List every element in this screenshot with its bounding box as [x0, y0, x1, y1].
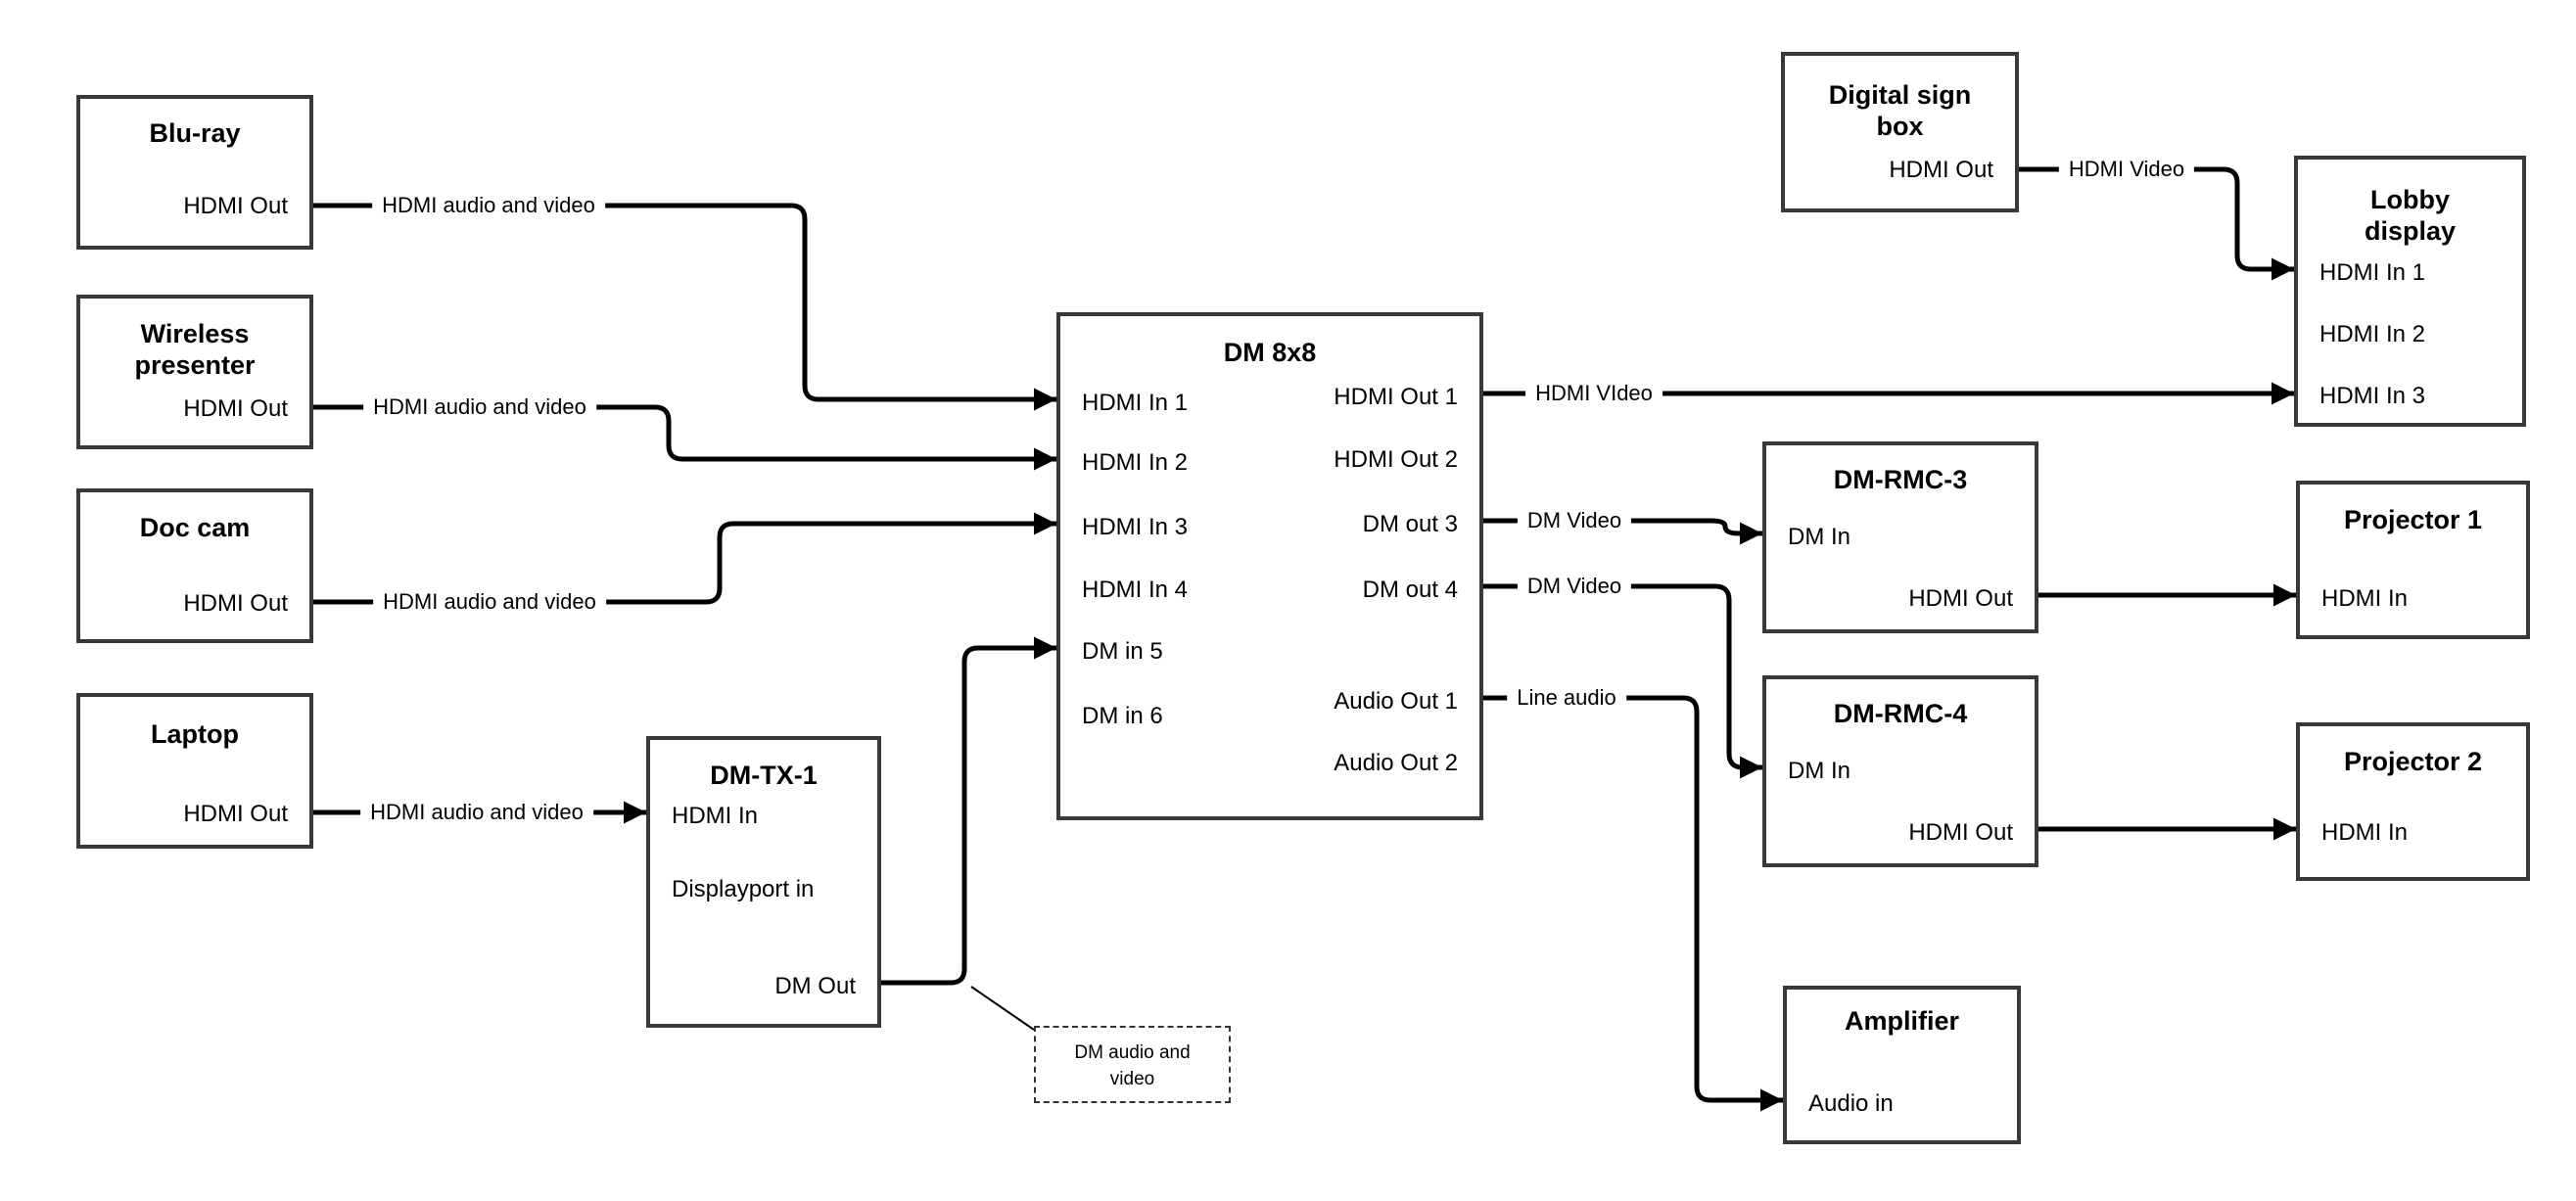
- node-title: Projector 2: [2343, 747, 2483, 776]
- port-hdmi-in: HDMI In: [2321, 819, 2409, 846]
- callout-text: DM audio and video: [1074, 1042, 1191, 1089]
- edge-label-hdmi-audio-video-2: HDMI audio and video: [363, 394, 596, 420]
- node-dm-tx-1: DM-TX-1 HDMI In Displayport in DM Out: [646, 736, 881, 1028]
- edge-label-hdmi-audio-video-4: HDMI audio and video: [360, 800, 593, 825]
- port-hdmi-out: HDMI Out: [183, 590, 288, 617]
- node-amplifier: Amplifier Audio in: [1783, 986, 2021, 1144]
- port-audio-in: Audio in: [1808, 1090, 1894, 1117]
- port-dm-in: DM In: [1788, 758, 1851, 784]
- wire-blu-ray-to-dm8x8-in1: [313, 203, 1056, 411]
- port-hdmi-out-1: HDMI Out 1: [1334, 384, 1458, 410]
- node-title: Laptop: [151, 719, 239, 749]
- port-hdmi-out: HDMI Out: [183, 395, 288, 422]
- callout-dm-audio-video: DM audio and video: [1034, 1026, 1231, 1103]
- wire-wireless-to-dm8x8-in2: [313, 404, 1056, 471]
- port-hdmi-out: HDMI Out: [183, 801, 288, 827]
- node-title: Projector 1: [2343, 505, 2483, 534]
- port-hdmi-out: HDMI Out: [1908, 585, 2013, 612]
- node-title: Amplifier: [1844, 1006, 1960, 1036]
- port-dm-in-5: DM in 5: [1082, 638, 1163, 665]
- node-title: DM-TX-1: [710, 761, 818, 790]
- node-title: Wireless presenter: [134, 319, 256, 380]
- node-doc-cam: Doc cam HDMI Out: [76, 488, 313, 643]
- port-hdmi-in-2: HDMI In 2: [2319, 321, 2426, 347]
- port-hdmi-in-3: HDMI In 3: [1082, 514, 1189, 540]
- port-hdmi-in-4: HDMI In 4: [1082, 577, 1189, 603]
- edge-label-hdmi-audio-video-1: HDMI audio and video: [372, 193, 605, 218]
- port-hdmi-out: HDMI Out: [1889, 157, 1993, 183]
- node-title: DM 8x8: [1223, 338, 1317, 367]
- port-displayport-in: Displayport in: [672, 876, 815, 902]
- node-title: Lobby display: [2364, 185, 2457, 246]
- node-title: Doc cam: [139, 513, 251, 542]
- port-audio-out-1: Audio Out 1: [1334, 688, 1458, 715]
- port-hdmi-in: HDMI In: [2321, 585, 2409, 612]
- node-dm-rmc-3: DM-RMC-3 DM In HDMI Out: [1762, 441, 2038, 633]
- edge-label-dm-video-out3: DM Video: [1517, 508, 1632, 533]
- edge-label-hdmi-video-sign: HDMI Video: [2058, 157, 2195, 182]
- port-audio-out-2: Audio Out 2: [1334, 750, 1458, 776]
- port-hdmi-in-2: HDMI In 2: [1082, 449, 1189, 476]
- callout-leader-line: [970, 986, 1035, 1031]
- port-dm-in-6: DM in 6: [1082, 703, 1163, 729]
- node-title: Blu-ray: [149, 118, 241, 148]
- port-dm-out-3: DM out 3: [1362, 511, 1458, 537]
- port-dm-out-4: DM out 4: [1362, 577, 1458, 603]
- node-title: Digital sign box: [1828, 80, 1972, 141]
- port-hdmi-in-1: HDMI In 1: [2319, 259, 2426, 286]
- port-dm-in: DM In: [1788, 524, 1851, 550]
- port-hdmi-out: HDMI Out: [1908, 819, 2013, 846]
- node-dm-8x8: DM 8x8 HDMI In 1 HDMI In 2 HDMI In 3 HDM…: [1056, 312, 1483, 820]
- wire-dm8x8-out4-to-rmc4: [1483, 583, 1762, 779]
- node-digital-sign-box: Digital sign box HDMI Out: [1781, 52, 2019, 212]
- node-dm-rmc-4: DM-RMC-4 DM In HDMI Out: [1762, 675, 2038, 867]
- port-hdmi-in-1: HDMI In 1: [1082, 390, 1189, 416]
- node-wireless-presenter: Wireless presenter HDMI Out: [76, 295, 313, 449]
- wire-dm8x8-audio1-to-amplifier: [1483, 695, 1783, 1112]
- node-title: DM-RMC-3: [1833, 465, 1968, 494]
- port-dm-out: DM Out: [774, 973, 856, 999]
- edge-label-hdmi-audio-video-3: HDMI audio and video: [373, 589, 606, 615]
- wire-dm-tx1-to-dm8x8-in5: [881, 636, 1056, 986]
- port-hdmi-in: HDMI In: [672, 803, 759, 829]
- node-blu-ray: Blu-ray HDMI Out: [76, 95, 313, 250]
- node-title: DM-RMC-4: [1833, 699, 1968, 728]
- node-projector-2: Projector 2 HDMI In: [2296, 722, 2530, 881]
- wire-doc-cam-to-dm8x8-in3: [313, 512, 1056, 605]
- wire-sign-to-lobby-in1: [2019, 166, 2294, 281]
- wire-dm8x8-out3-to-rmc3: [1483, 518, 1762, 545]
- port-hdmi-in-3: HDMI In 3: [2319, 383, 2426, 409]
- edge-label-hdmi-video-out1: HDMI VIdeo: [1525, 381, 1663, 406]
- edge-label-line-audio: Line audio: [1507, 685, 1626, 711]
- node-lobby-display: Lobby display HDMI In 1 HDMI In 2 HDMI I…: [2294, 156, 2526, 427]
- node-laptop: Laptop HDMI Out: [76, 693, 313, 849]
- edge-label-dm-video-out4: DM Video: [1517, 574, 1632, 599]
- port-hdmi-out-2: HDMI Out 2: [1334, 446, 1458, 473]
- port-hdmi-out: HDMI Out: [183, 193, 288, 219]
- node-projector-1: Projector 1 HDMI In: [2296, 481, 2530, 639]
